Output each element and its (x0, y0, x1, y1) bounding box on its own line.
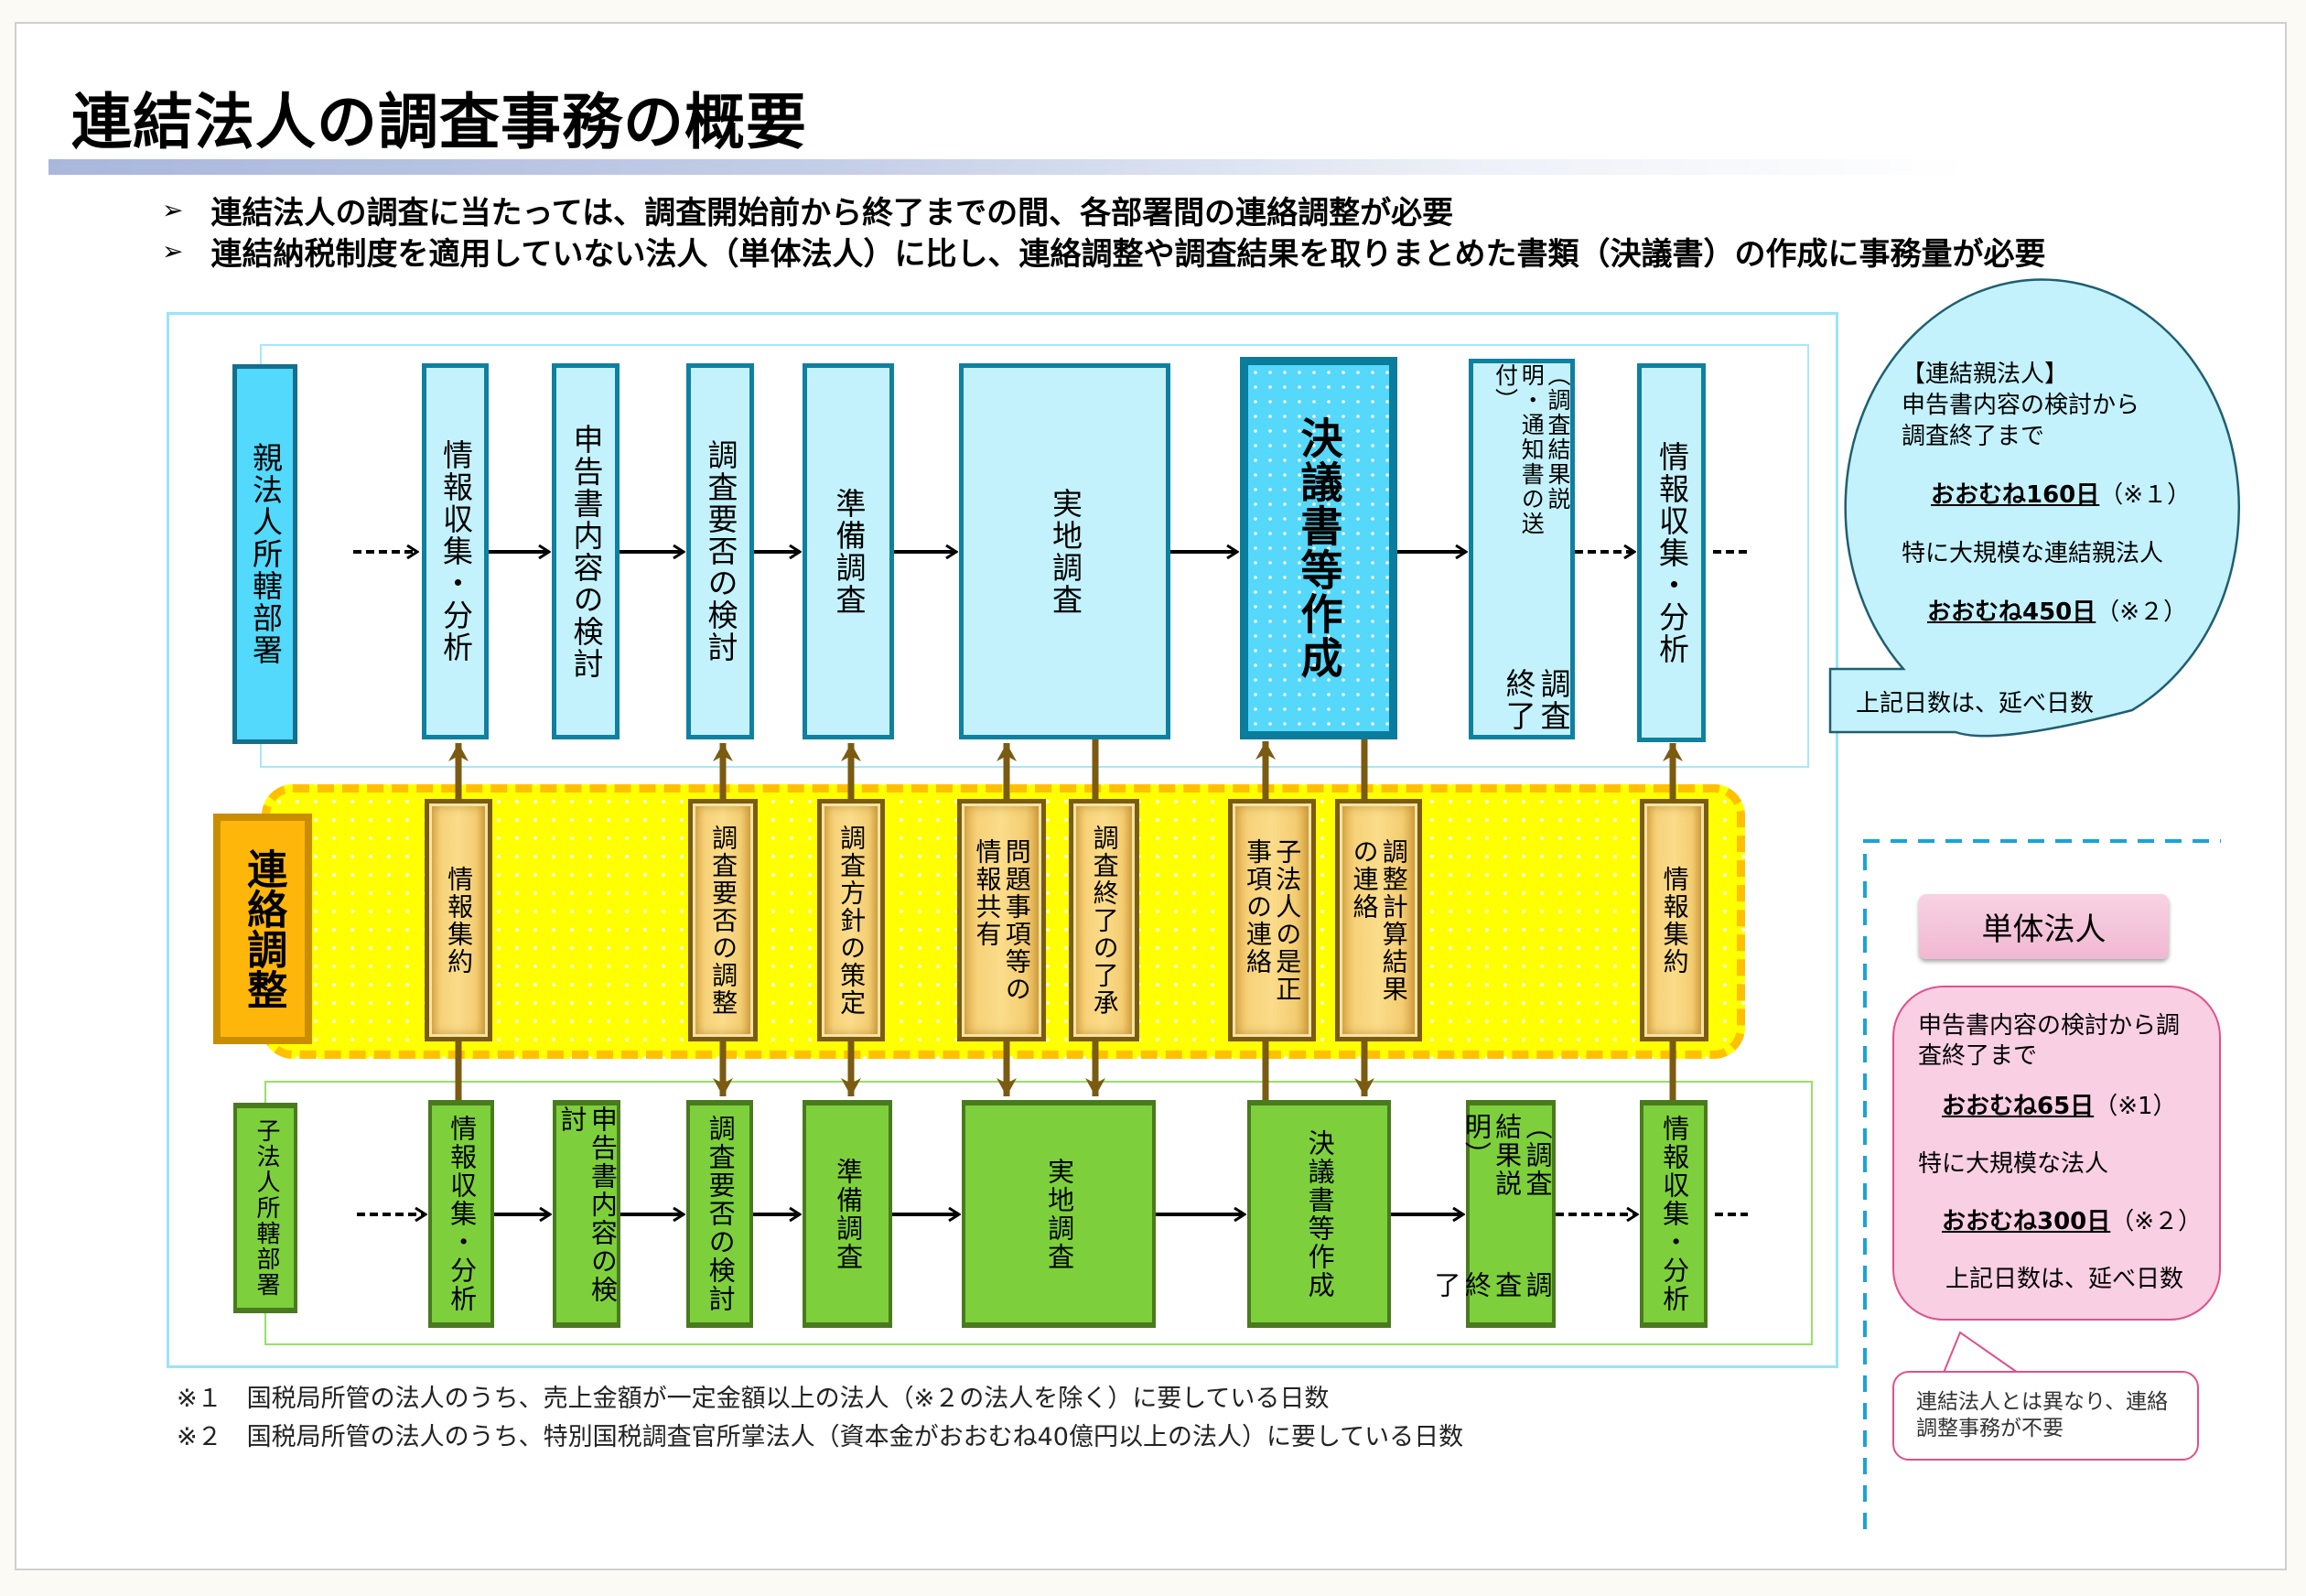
parent-step-audit-end: （調査結果説明・通知書の送付） 調査終了 (1469, 359, 1575, 739)
parent-step-info-gathering: 情報収集・分析 (422, 363, 489, 739)
parent-step-field-audit: 実地調査 (959, 363, 1170, 739)
note-ref: （※２） (2096, 598, 2188, 626)
single-section-divider (1863, 839, 2221, 1529)
single-callout: 連結法人とは異なり、連絡調整事務が不要 (1892, 1371, 2199, 1461)
arrow-bullet-icon: ➢ (162, 236, 184, 266)
note-ref: （※1） (2094, 1093, 2177, 1120)
parent-step-info-gathering-next: 情報収集・分析 (1637, 363, 1706, 742)
bullet-text: 連結納税制度を適用していない法人（単体法人）に比し、連絡調整や調査結果を取りまと… (210, 236, 2046, 273)
audit-end-label: 調査終了 (1429, 1270, 1553, 1299)
coord-item: 調査要否の調整 (688, 799, 758, 1041)
days-single: おおむね65日 (1942, 1093, 2095, 1120)
audit-end-label: 調査終了 (1501, 667, 1571, 732)
consolidated-speech-bubble (1828, 278, 2240, 738)
single-line: 特に大規模な法人 (1918, 1150, 2109, 1178)
days-single-large: おおむね300日 (1942, 1208, 2111, 1235)
page-title: 連結法人の調査事務の概要 (71, 87, 807, 157)
parent-step-resolution-doc: 決議書等作成 (1240, 357, 1397, 739)
coord-item: 情報集約 (425, 799, 492, 1041)
coord-item: 調整計算結果 の連絡 (1335, 799, 1422, 1041)
parent-step-return-review: 申告書内容の検討 (552, 363, 620, 739)
bubble-heading: 【連結親法人】 (1902, 361, 2069, 388)
parent-step-preparatory-audit: 準備調査 (803, 363, 894, 739)
bubble-line: 申告書内容の検討から (1902, 392, 2140, 419)
coord-item: 子法人の是正 事項の連絡 (1228, 799, 1316, 1041)
child-step-field-audit: 実地調査 (962, 1100, 1156, 1328)
arrow-bullet-icon: ➢ (162, 195, 184, 225)
footnote-2: ※２ 国税局所管の法人のうち、特別国税調査官所掌法人（資本金がおおむね40億円以… (177, 1423, 1464, 1451)
title-underline-bar (48, 159, 1970, 175)
note-ref: （※２） (2110, 1208, 2203, 1235)
bullet-2: ➢ 連結納税制度を適用していない法人（単体法人）に比し、連絡調整や調査結果を取りま… (162, 229, 2045, 274)
single-entity-box: 申告書内容の検討から調査終了まで おおむね65日（※1） 特に大規模な法人 おお… (1892, 986, 2221, 1321)
coord-item: 調査方針の策定 (817, 799, 885, 1041)
days-consolidated: おおむね160日 (1931, 481, 2100, 509)
parent-dept-box: 親法人所轄部署 (232, 364, 297, 744)
bullet-text: 連結法人の調査に当たっては、調査開始前から終了までの間、各部署間の連絡調整が必要 (210, 195, 1454, 232)
parent-step-audit-necessity: 調査要否の検討 (686, 363, 754, 739)
single-line: 申告書内容の検討から調査終了まで (1918, 1012, 2181, 1070)
single-entity-label: 単体法人 (1919, 894, 2169, 959)
coord-item: 情報集約 (1640, 799, 1708, 1041)
bubble-line: 調査終了まで (1902, 423, 2045, 450)
diagram-frame (167, 312, 1838, 1368)
child-step-audit-necessity: 調査要否の検討 (686, 1100, 753, 1328)
consolidated-bubble-text: 【連結親法人】 申告書内容の検討から 調査終了まで おおむね160日（※１） 特… (1902, 359, 2213, 628)
bubble-footer: 上記日数は、延べ日数 (1856, 690, 2095, 717)
audit-end-note: （調査結果説明・通知書の送付） (1492, 363, 1572, 536)
child-step-preparatory-audit: 準備調査 (803, 1100, 892, 1328)
coordination-connectors (448, 739, 1683, 1100)
child-step-info-gathering: 情報収集・分析 (428, 1100, 494, 1328)
single-footer: 上記日数は、延べ日数 (1945, 1266, 2184, 1293)
coord-item: 問題事項等の 情報共有 (957, 799, 1046, 1041)
audit-end-note: （調査結果説明） (1460, 1113, 1553, 1198)
bubble-line: 特に大規模な連結親法人 (1902, 540, 2164, 567)
coordination-label: 連絡調整 (213, 814, 312, 1044)
coord-item: 調査終了の了承 (1069, 799, 1139, 1041)
days-consolidated-large: おおむね450日 (1927, 598, 2096, 626)
footnote-1: ※１ 国税局所管の法人のうち、売上金額が一定金額以上の法人（※２の法人を除く）に… (177, 1385, 1330, 1413)
child-dept-box: 子法人所轄部署 (233, 1103, 297, 1313)
bullet-1: ➢ 連結法人の調査に当たっては、調査開始前から終了までの間、各部署間の連絡調整が必… (162, 188, 1453, 232)
child-step-resolution-doc: 決議書等作成 (1247, 1100, 1391, 1328)
child-step-return-review: 申告書内容の検討 (553, 1100, 620, 1328)
callout-pointer (1943, 1331, 2019, 1374)
child-step-info-gathering-next: 情報収集・分析 (1640, 1100, 1708, 1328)
child-step-audit-end: （調査結果説明） 調査終了 (1430, 1100, 1556, 1328)
note-ref: （※１） (2099, 481, 2192, 509)
